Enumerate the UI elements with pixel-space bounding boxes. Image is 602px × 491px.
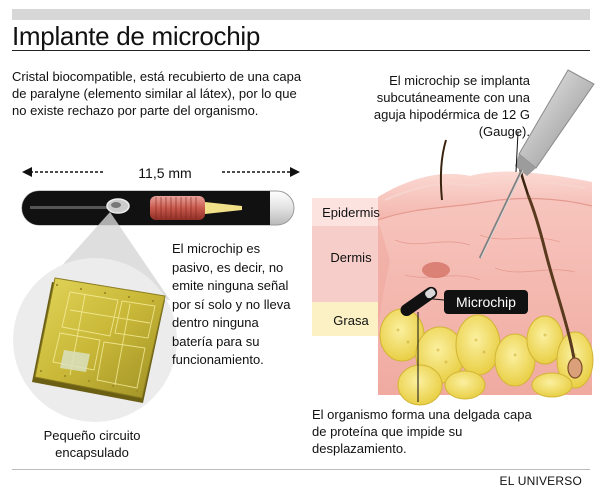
- passive-text: El microchip es pasivo, es decir, no emi…: [172, 241, 291, 367]
- page-title: Implante de microchip: [12, 21, 261, 51]
- bottom-divider: [12, 469, 590, 470]
- skin-cross-section: [377, 139, 594, 406]
- circuit-chip: [13, 258, 177, 422]
- protein-text: El organismo forma una delgada capa de p…: [312, 407, 532, 456]
- dermis-band: [312, 226, 390, 302]
- intro-text: Cristal biocompatible, está recubierto d…: [12, 69, 302, 118]
- measurement-arrow: [22, 167, 300, 177]
- implanted-microchip: [400, 286, 438, 317]
- circuit-label: Pequeño circuito encapsulado: [43, 428, 141, 460]
- needle-text: El microchip se implanta subcutáneamente…: [373, 73, 530, 139]
- measurement-label: 11,5 mm: [138, 165, 192, 181]
- title-divider: [12, 50, 590, 51]
- epidermis-label: Epidermis: [322, 205, 380, 220]
- microchip-callout: Microchip: [444, 290, 528, 314]
- fat-band: [312, 302, 390, 336]
- microchip-capsule: [21, 190, 295, 226]
- needle-leader-line: [515, 131, 519, 173]
- epidermis-band: [312, 198, 390, 226]
- fat-label: Grasa: [333, 313, 369, 328]
- credit: EL UNIVERSO: [499, 474, 582, 488]
- dermis-label: Dermis: [330, 250, 372, 265]
- syringe-needle: [478, 69, 595, 259]
- top-bar: [12, 9, 590, 20]
- microchip-leader-line: [421, 297, 445, 301]
